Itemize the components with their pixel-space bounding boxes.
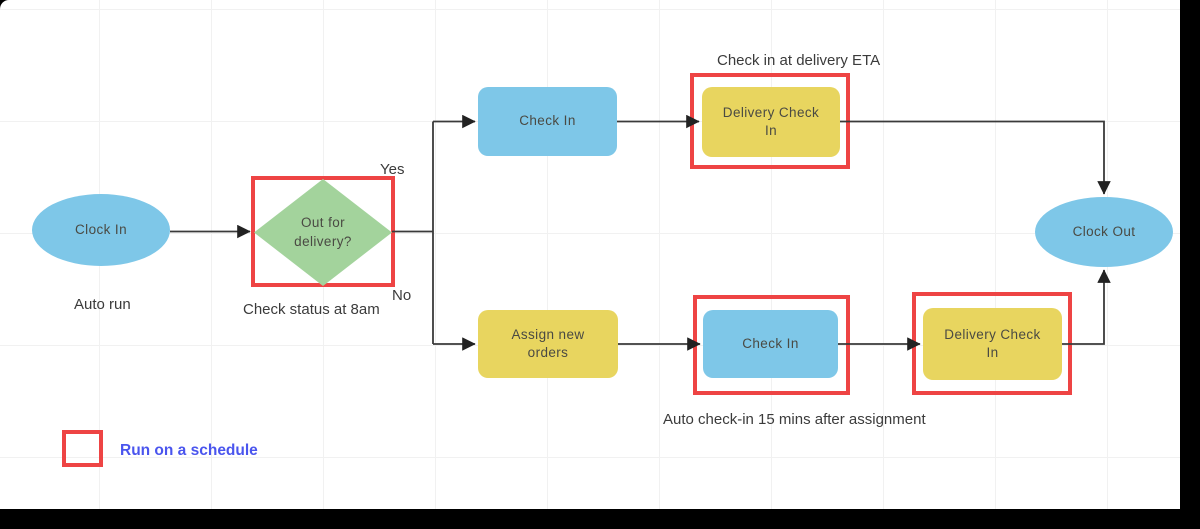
node-check-in-bottom-label: Check In xyxy=(742,335,799,351)
connector-decision-branch-trunk[interactable] xyxy=(392,121,434,345)
edge-label-yes[interactable]: Yes xyxy=(380,161,405,178)
diamond-shape xyxy=(254,179,392,286)
node-clock-in[interactable]: Clock In xyxy=(32,194,170,266)
diagram-canvas[interactable]: Clock In Out for delivery? Check In Deli… xyxy=(0,0,1180,509)
node-delivery-check-in-top-label: Delivery Check In xyxy=(722,104,820,138)
node-out-for-delivery-label: Out for delivery? xyxy=(294,215,352,249)
node-check-in-top-label: Check In xyxy=(519,113,576,129)
node-clock-in-label: Clock In xyxy=(75,221,127,237)
node-out-for-delivery[interactable]: Out for delivery? xyxy=(254,179,392,286)
edge-label-no[interactable]: No xyxy=(392,287,412,304)
legend-label: Run on a schedule xyxy=(120,442,258,459)
connector-layer xyxy=(170,114,1111,351)
legend-marker-box[interactable] xyxy=(62,430,103,467)
node-delivery-check-in-bottom-label: Delivery Check In xyxy=(944,326,1041,360)
connector-delivery-top-to-clock-out[interactable] xyxy=(840,120,1111,195)
node-check-in-top[interactable]: Check In xyxy=(478,87,617,156)
node-assign-new-orders-label: Assign new orders xyxy=(511,326,585,360)
node-check-in-bottom[interactable]: Check In xyxy=(703,310,838,378)
node-clock-out[interactable]: Clock Out xyxy=(1035,197,1173,267)
connector-delivery-bottom-to-clock-out[interactable] xyxy=(1062,269,1111,345)
node-assign-new-orders[interactable]: Assign new orders xyxy=(478,310,618,378)
node-clock-out-label: Clock Out xyxy=(1072,223,1136,239)
node-delivery-check-in-bottom[interactable]: Delivery Check In xyxy=(923,308,1062,380)
annotation-delivery-eta[interactable]: Check in at delivery ETA xyxy=(717,52,881,69)
annotation-auto-checkin[interactable]: Auto check-in 15 mins after assignment xyxy=(663,411,926,428)
annotation-check-status[interactable]: Check status at 8am xyxy=(243,301,380,318)
annotation-auto-run[interactable]: Auto run xyxy=(74,296,131,313)
node-delivery-check-in-top[interactable]: Delivery Check In xyxy=(702,87,840,157)
